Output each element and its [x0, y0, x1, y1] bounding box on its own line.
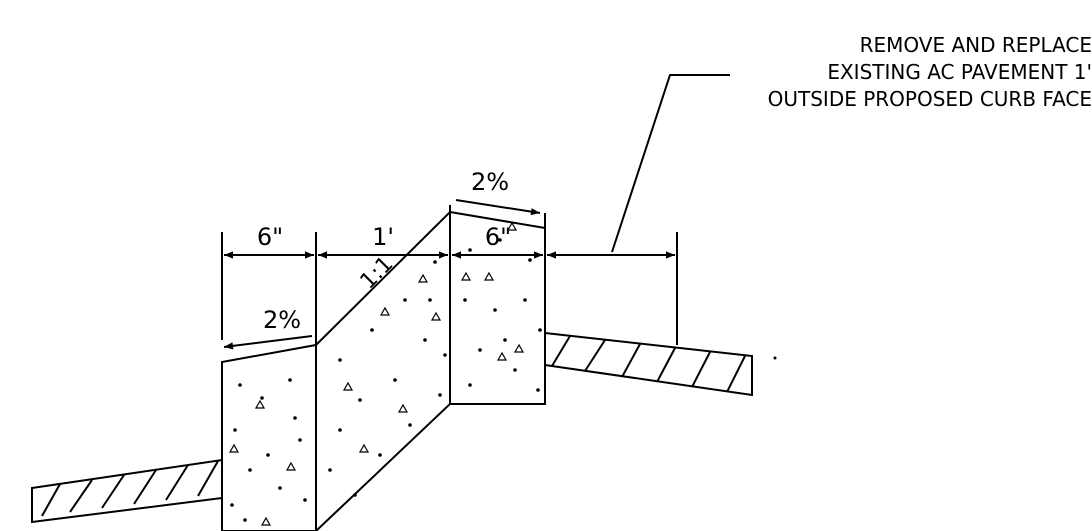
- note-text: REMOVE AND REPLACE EXISTING AC PAVEMENT …: [768, 33, 1092, 111]
- slope-label-top-right: 2%: [471, 168, 509, 196]
- slope-arrow-top-right: [455, 199, 541, 216]
- note-leader-line: [611, 74, 730, 253]
- slope-label-face: 1:1: [356, 252, 399, 295]
- dim-left-label: 6": [257, 223, 283, 251]
- right-pavement-hatch: [544, 331, 753, 397]
- extension-lines-upper: [221, 210, 678, 345]
- dim-right-label: 6": [485, 223, 511, 251]
- stray-dot: [773, 356, 777, 360]
- note-line-2: EXISTING AC PAVEMENT 1': [827, 60, 1092, 84]
- extension-line-stems: [221, 232, 678, 236]
- slope-arrow-top-left: [223, 335, 313, 350]
- dim-middle-label: 1': [372, 223, 394, 251]
- note-line-3: OUTSIDE PROPOSED CURB FACE: [768, 87, 1092, 111]
- note-line-1: REMOVE AND REPLACE: [860, 33, 1092, 57]
- left-pavement-hatch: [31, 458, 223, 524]
- slope-label-top-left: 2%: [263, 306, 301, 334]
- concrete-aggregate-texture: [228, 221, 542, 526]
